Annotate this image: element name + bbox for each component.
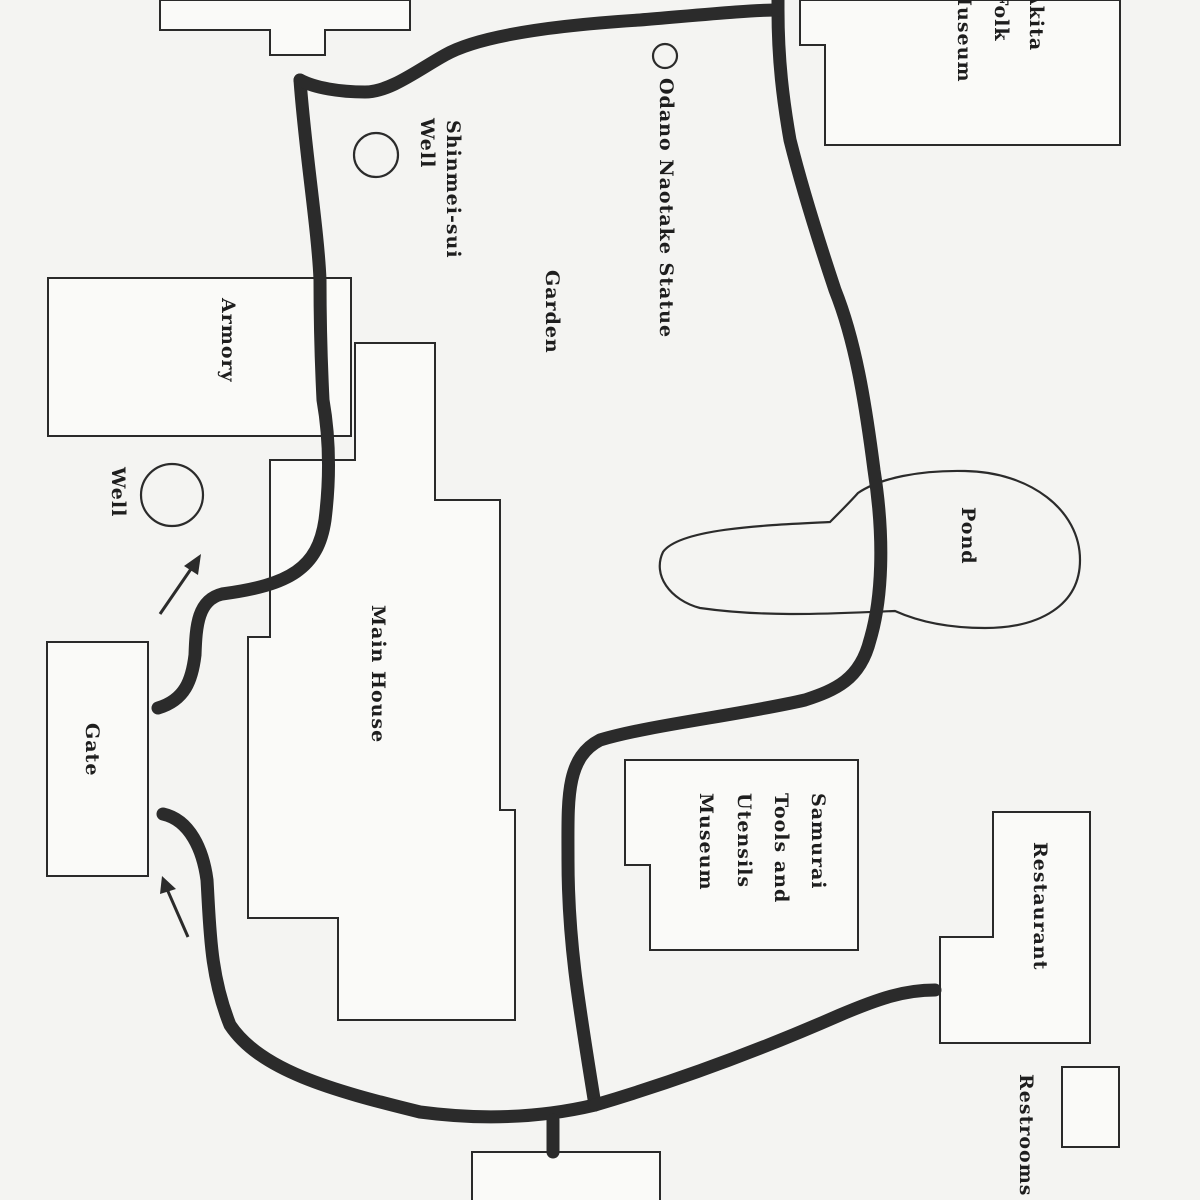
restaurant-building (939, 811, 1091, 1044)
gate-building (46, 641, 149, 877)
shinmei-well-label-2: Well (416, 117, 438, 168)
odano-statue-label: Odano Naotake Statue (655, 78, 677, 338)
pond-shape (658, 469, 1082, 630)
arrow-down-icon (160, 876, 190, 938)
folk-museum-label-2: Folk (990, 0, 1012, 42)
statue-marker-circle (651, 42, 679, 70)
gate-label: Gate (81, 723, 103, 776)
main-house-building (247, 342, 516, 1021)
samurai-museum-label-3: Utensils (733, 793, 755, 888)
shinmei-well-circle (352, 131, 400, 179)
shinmei-well-label-1: Shinmei-sui (442, 120, 464, 259)
samurai-museum-building (624, 759, 859, 951)
path-north (293, 3, 785, 99)
well-label: Well (107, 466, 129, 517)
restrooms-building (1061, 1066, 1120, 1148)
armory-label: Armory (217, 297, 239, 383)
folk-museum-building (799, 0, 1121, 146)
main-house-label: Main House (367, 605, 389, 743)
path-to-restaurant (588, 983, 942, 1112)
samurai-museum-label-4: Museum (695, 793, 717, 891)
samurai-museum-label-1: Samurai (807, 793, 829, 890)
restaurant-label: Restaurant (1029, 842, 1051, 970)
pond-label: Pond (957, 507, 979, 565)
garden-label: Garden (541, 270, 563, 354)
path-south (156, 807, 602, 1124)
restrooms-label: Restrooms (1015, 1074, 1037, 1197)
well-circle (139, 462, 205, 528)
armory-building (47, 277, 352, 437)
samurai-museum-label-2: Tools and (770, 793, 792, 903)
building-top-left (159, 0, 411, 56)
building-bottom (471, 1151, 661, 1200)
folk-museum-label-1: Akita (1025, 0, 1047, 51)
path-west-upper (151, 73, 336, 715)
path-east-loop (561, 3, 888, 1112)
arrow-up-icon (158, 554, 201, 615)
folk-museum-label-3: Museum (953, 0, 975, 83)
